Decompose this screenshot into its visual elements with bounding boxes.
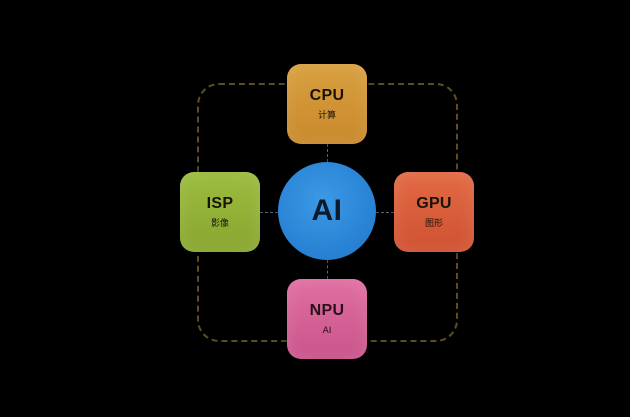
ai-center-circle: AI [278, 162, 376, 260]
connector-npu [327, 260, 328, 279]
gpu-subtitle: 图形 [424, 218, 443, 229]
npu-title: NPU [309, 301, 345, 319]
connector-isp [260, 212, 278, 213]
cpu-title: CPU [309, 86, 345, 104]
npu-subtitle: AI [322, 325, 332, 336]
isp-subtitle: 影像 [210, 218, 229, 229]
npu-node: NPU AI [287, 279, 367, 359]
ai-center-label: AI [311, 194, 343, 227]
gpu-node: GPU 图形 [394, 172, 474, 252]
isp-node: ISP 影像 [180, 172, 260, 252]
gpu-title: GPU [416, 194, 452, 212]
isp-title: ISP [206, 194, 234, 212]
cpu-node: CPU 计算 [287, 64, 367, 144]
cpu-subtitle: 计算 [317, 110, 336, 121]
connector-gpu [376, 212, 394, 213]
connector-cpu [327, 144, 328, 162]
